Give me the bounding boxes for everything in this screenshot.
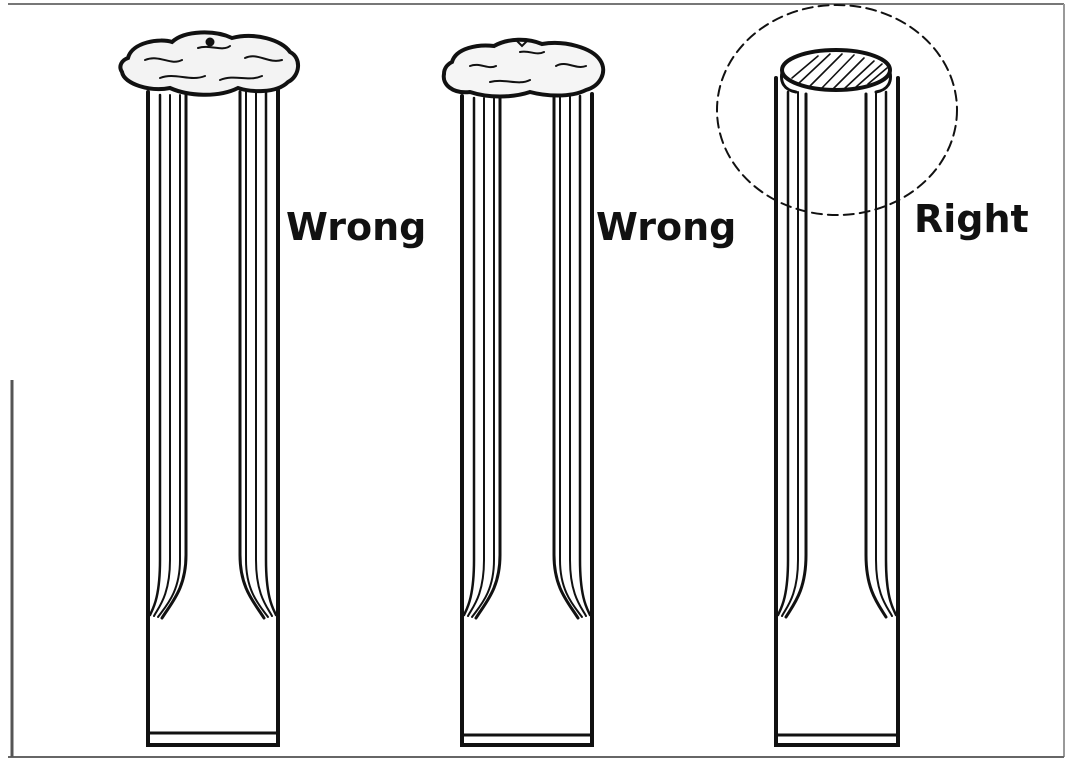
chisel-middle-mushroomed [444, 40, 603, 745]
label-middle-wrong: Wrong [596, 205, 736, 249]
chisel-right-correct [717, 5, 957, 745]
chisel-left-mushroomed [120, 32, 298, 745]
label-right-right: Right [914, 197, 1029, 241]
mushroomed-head-middle [444, 40, 603, 97]
label-left-wrong: Wrong [286, 205, 426, 249]
highlight-circle [717, 5, 957, 215]
diagram-frame [8, 4, 1064, 757]
